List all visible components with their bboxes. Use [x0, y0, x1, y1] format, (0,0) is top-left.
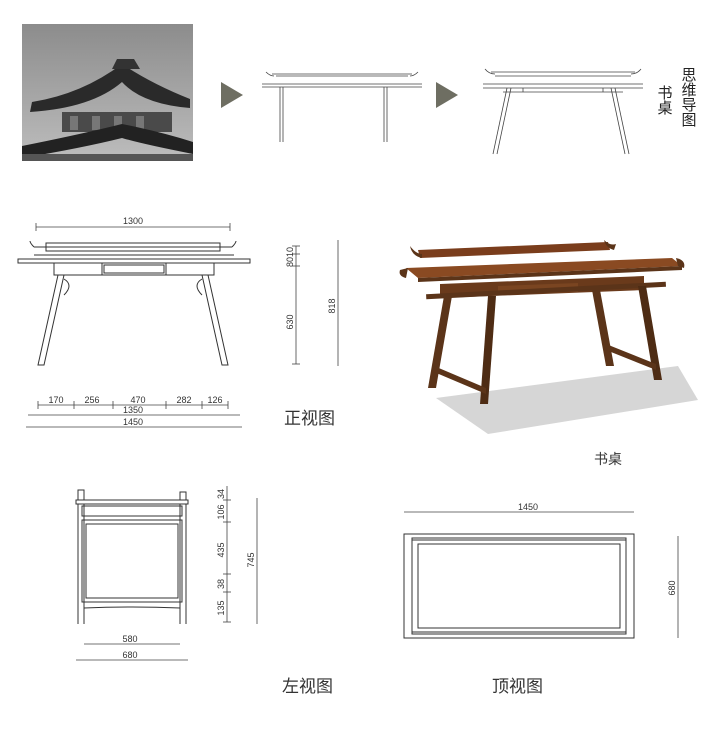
caption-left-view: 左视图 [282, 677, 333, 697]
dim-height-10: 10 [285, 247, 295, 257]
title-mind-map-vertical: 思维导图 [681, 66, 697, 129]
dim-seg-5: 126 [207, 395, 222, 405]
arrow-right-icon [221, 82, 243, 108]
dim-left-h-38: 38 [216, 579, 226, 589]
dim-seg-4: 282 [176, 395, 191, 405]
dim-left-h-106: 106 [216, 504, 226, 519]
arrow-right-icon [436, 82, 458, 108]
dim-inner-width: 1350 [123, 405, 143, 415]
dim-height-630: 630 [285, 314, 295, 329]
dim-seg-1: 170 [48, 395, 63, 405]
dim-left-h-135: 135 [216, 600, 226, 615]
top-view-drawing: 1450 680 [403, 502, 679, 639]
caption-desk-render: 书桌 [594, 452, 622, 468]
desk-render-3d [399, 240, 698, 434]
dim-overall-width: 1450 [123, 417, 143, 427]
caption-top-view: 顶视图 [492, 677, 543, 697]
dim-left-h-435: 435 [216, 542, 226, 557]
dim-top-width: 1450 [518, 502, 538, 512]
temple-roof-photo [22, 24, 193, 161]
dim-left-h-34: 34 [216, 489, 226, 499]
caption-front-view: 正视图 [284, 409, 335, 429]
title-desk-vertical: 书桌 [657, 84, 673, 117]
sketch-frame-simple [262, 71, 422, 142]
dim-top-width: 1300 [123, 216, 143, 226]
dim-left-inner: 580 [122, 634, 137, 644]
dim-left-overall: 680 [122, 650, 137, 660]
dim-height-818: 818 [327, 298, 337, 313]
sketch-frame-desk [483, 68, 643, 155]
front-view-drawing: 1300 170 256 470 282 126 1350 1450 [17, 216, 251, 428]
left-view-height-dims: 34 106 435 38 135 745 [216, 486, 258, 624]
left-view-drawing: 580 680 [75, 489, 189, 661]
dim-seg-2: 256 [84, 395, 99, 405]
dim-top-depth: 680 [667, 580, 677, 595]
front-view-height-dims: 10 80 630 818 [285, 240, 339, 366]
dim-height-80: 80 [285, 257, 295, 267]
dim-seg-3: 470 [130, 395, 145, 405]
dim-left-total: 745 [246, 552, 256, 567]
